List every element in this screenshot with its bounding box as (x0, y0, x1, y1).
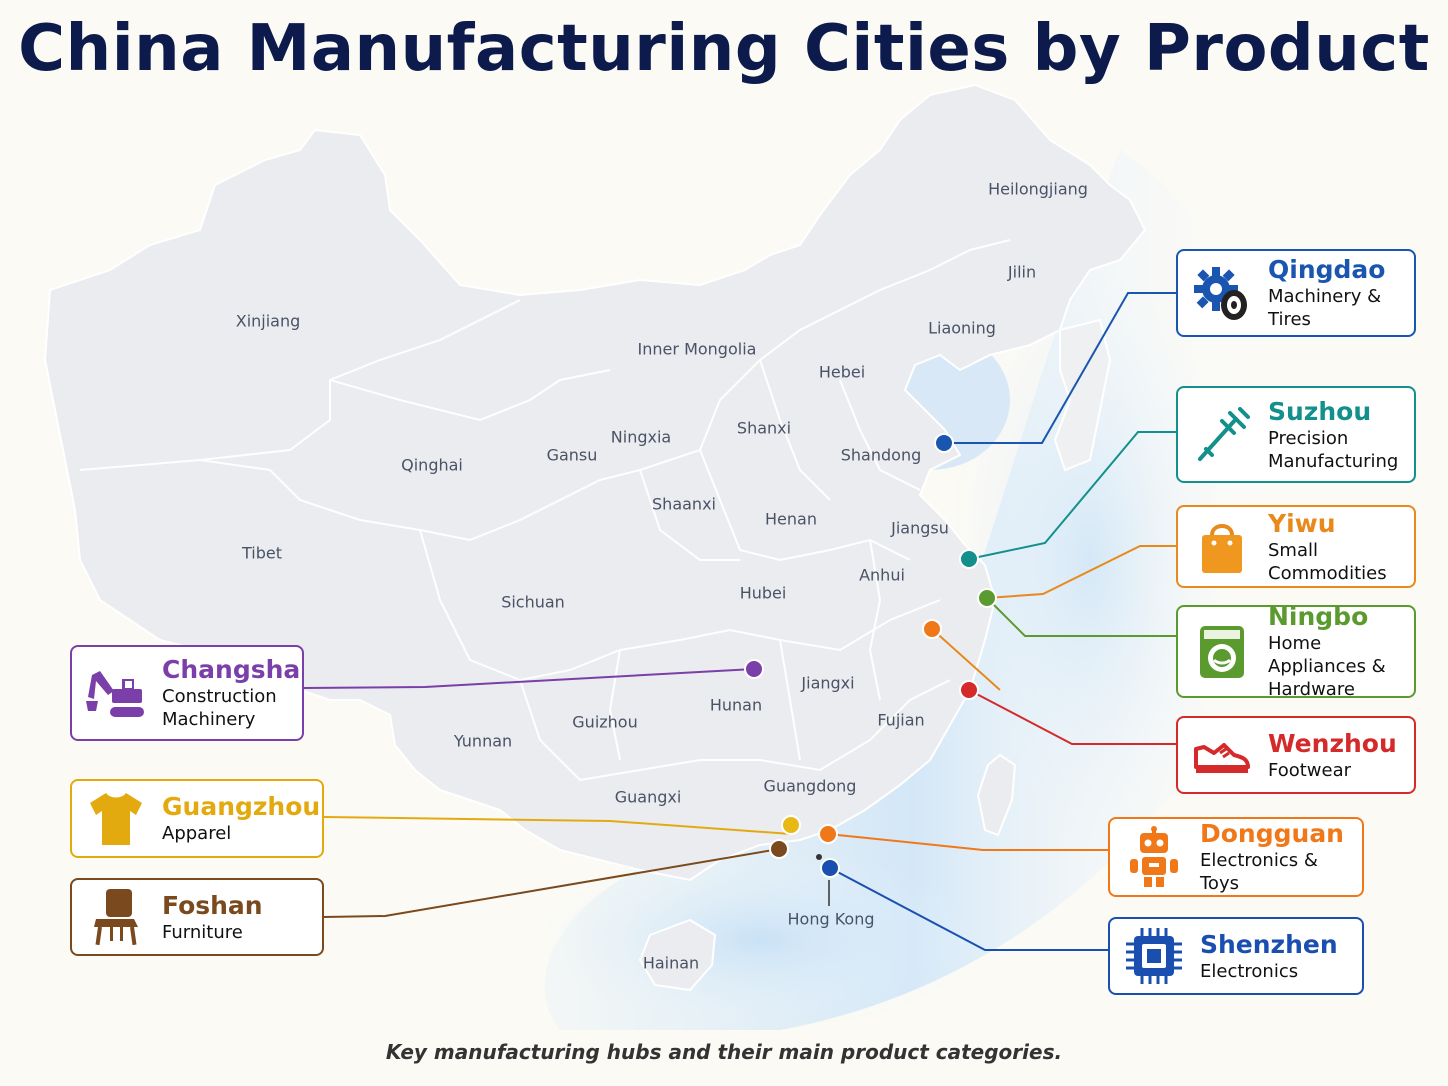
yiwu-marker[interactable] (922, 619, 942, 639)
excavator-icon (86, 671, 144, 717)
dongguan-marker[interactable] (818, 824, 838, 844)
chair-icon (94, 889, 138, 946)
region-label-shanxi: Shanxi (736, 418, 792, 438)
caliper-icon (1198, 406, 1250, 461)
changsha-connector (303, 668, 755, 689)
region-label-guangxi: Guangxi (614, 787, 682, 807)
foshan-product: Furniture (162, 921, 243, 943)
suzhou-city-name: Suzhou (1268, 396, 1372, 426)
dongguan-card[interactable]: Dongguan Electronics & Toys (1108, 817, 1364, 897)
suzhou-marker[interactable] (959, 549, 979, 569)
qingdao-connector (944, 292, 1176, 444)
taiwan-island (976, 753, 1017, 837)
ningbo-product: Home Appliances & Hardware (1268, 633, 1386, 700)
shopping-bag-icon (1202, 523, 1242, 573)
yiwu-city-name: Yiwu (1268, 508, 1336, 538)
gear-tire-icon (1194, 267, 1247, 320)
suzhou-product: Precision Manufacturing (1268, 427, 1399, 472)
shenzhen-card[interactable]: Shenzhen Electronics (1108, 917, 1364, 995)
changsha-product: Construction Machinery (162, 686, 277, 730)
region-label-hebei: Hebei (818, 362, 866, 382)
region-label-jilin: Jilin (1007, 262, 1037, 282)
changsha-marker[interactable] (744, 659, 764, 679)
wenzhou-card[interactable]: Wenzhou Footwear (1176, 716, 1416, 794)
region-label-guangdong: Guangdong (763, 776, 857, 796)
region-label-hunan: Hunan (709, 695, 763, 715)
region-label-hubei: Hubei (739, 583, 787, 603)
foshan-city-name: Foshan (162, 890, 263, 920)
region-label-tibet: Tibet (242, 543, 282, 563)
shenzhen-marker[interactable] (820, 858, 840, 878)
changsha-city-name: Changsha (162, 655, 301, 684)
foshan-card[interactable]: Foshan Furniture (70, 878, 324, 956)
yiwu-dot-connector (931, 628, 1001, 691)
region-label-hong-kong: Hong Kong (787, 909, 875, 929)
suzhou-card[interactable]: Suzhou Precision Manufacturing (1176, 386, 1416, 483)
qingdao-city-name: Qingdao (1268, 255, 1386, 284)
guangzhou-card[interactable]: Guangzhou Apparel (70, 779, 324, 858)
ningbo-card[interactable]: Ningbo Home Appliances & Hardware (1176, 602, 1416, 700)
map-caption: Key manufacturing hubs and their main pr… (385, 1040, 1063, 1064)
shenzhen-city-name: Shenzhen (1200, 929, 1338, 959)
region-label-guizhou: Guizhou (572, 712, 638, 732)
dongguan-product: Electronics & Toys (1200, 850, 1318, 894)
yiwu-product: Small Commodities (1268, 539, 1387, 584)
tshirt-icon (90, 792, 142, 845)
region-label-yunnan: Yunnan (453, 731, 513, 751)
washing-machine-icon (1200, 625, 1244, 678)
wenzhou-connector (968, 689, 1176, 745)
chip-icon (1126, 928, 1182, 984)
ningbo-city-name: Ningbo (1268, 602, 1369, 631)
region-label-hainan: Hainan (642, 953, 700, 973)
region-label-jiangxi: Jiangxi (801, 673, 855, 693)
region-label-inner-mongolia: Inner Mongolia (637, 339, 757, 359)
hong-kong-dot (816, 854, 822, 860)
wenzhou-product: Footwear (1268, 759, 1352, 781)
hainan-island (638, 918, 717, 992)
ningbo-connector (986, 597, 1176, 637)
region-label-gansu: Gansu (546, 445, 598, 465)
suzhou-connector (968, 431, 1176, 560)
wenzhou-marker[interactable] (959, 680, 979, 700)
korea-peninsula (1053, 318, 1112, 472)
shenzhen-connector (829, 867, 1108, 951)
shenzhen-product: Electronics (1200, 960, 1299, 982)
foshan-connector (323, 848, 780, 918)
province-boundaries (79, 239, 1011, 782)
qingdao-card[interactable]: Qingdao Machinery & Tires (1176, 249, 1416, 337)
region-label-fujian: Fujian (877, 710, 925, 730)
shoe-icon (1194, 743, 1250, 773)
yiwu-card[interactable]: Yiwu Small Commodities (1176, 505, 1416, 588)
region-label-shaanxi: Shaanxi (652, 494, 716, 514)
guangzhou-connector (323, 816, 792, 835)
region-label-henan: Henan (765, 509, 817, 529)
region-label-liaoning: Liaoning (928, 318, 996, 338)
region-label-ningxia: Ningxia (610, 427, 672, 447)
region-label-heilongjiang: Heilongjiang (988, 179, 1088, 199)
dongguan-city-name: Dongguan (1200, 819, 1344, 848)
guangzhou-city-name: Guangzhou (162, 792, 321, 821)
changsha-card[interactable]: Changsha Construction Machinery (70, 645, 304, 741)
region-label-jiangsu: Jiangsu (891, 518, 949, 538)
qingdao-product: Machinery & Tires (1268, 286, 1382, 330)
ningbo-marker[interactable] (977, 588, 997, 608)
dongguan-connector (827, 833, 1108, 851)
guangzhou-product: Apparel (162, 823, 232, 844)
robot-icon (1130, 826, 1178, 887)
foshan-marker[interactable] (769, 839, 789, 859)
guangzhou-marker[interactable] (781, 815, 801, 835)
region-label-sichuan: Sichuan (501, 592, 565, 612)
region-label-qinghai: Qinghai (401, 455, 463, 475)
qingdao-marker[interactable] (934, 433, 954, 453)
map-title: China Manufacturing Cities by Product (18, 12, 1430, 86)
region-label-xinjiang: Xinjiang (235, 311, 301, 331)
region-label-shandong: Shandong (840, 445, 922, 465)
region-label-anhui: Anhui (859, 565, 905, 585)
wenzhou-city-name: Wenzhou (1268, 728, 1397, 758)
yiwu-connector (986, 545, 1176, 599)
